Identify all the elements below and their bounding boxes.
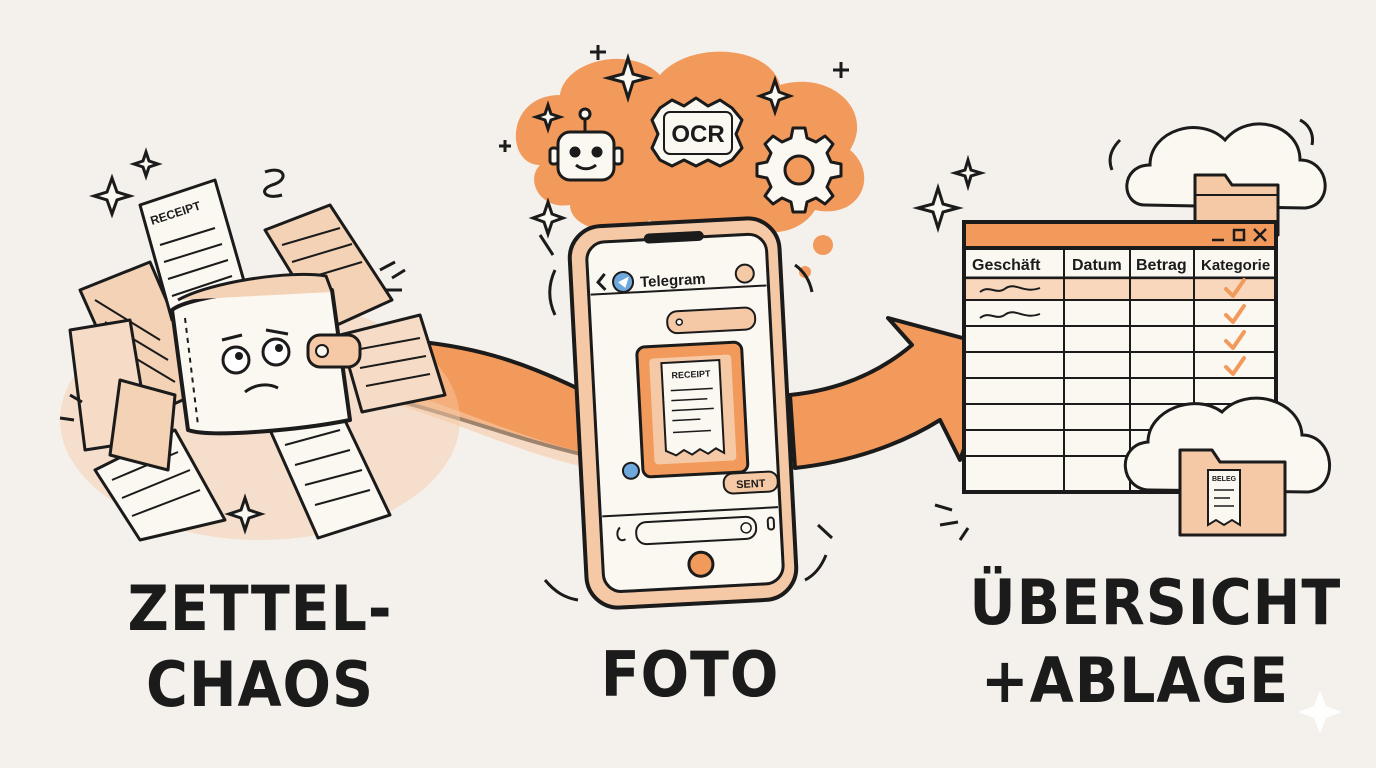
check-icon bbox=[1224, 278, 1246, 376]
gear-icon bbox=[755, 126, 843, 214]
photo-receipt-label: RECEIPT bbox=[671, 368, 711, 380]
caption-left-line1: ZETTEL- bbox=[127, 572, 393, 645]
folder-receipt-label: BELEG bbox=[1212, 476, 1237, 483]
phone: Telegram RECEIPT SENT bbox=[538, 216, 834, 610]
receipt-chaos: RECEIPT bbox=[59, 147, 460, 542]
caption-middle: FOTO bbox=[560, 644, 820, 706]
sparkle-icon bbox=[59, 147, 406, 535]
col-header-date: Datum bbox=[1072, 257, 1122, 274]
ocr-stamp-icon: OCR bbox=[650, 96, 744, 168]
processing-cloud: OCR bbox=[499, 45, 865, 278]
caption-left-line2: CHAOS bbox=[146, 648, 374, 721]
caption-right-line2: +ABLAGE bbox=[980, 644, 1290, 717]
sparkle-watermark-icon bbox=[1298, 690, 1342, 734]
chat-title: Telegram bbox=[640, 271, 706, 291]
caption-middle-line: FOTO bbox=[600, 638, 780, 711]
col-header-shop: Geschäft bbox=[972, 257, 1041, 274]
robot-icon bbox=[548, 107, 624, 182]
avatar bbox=[734, 263, 755, 284]
caption-left: ZETTEL- CHAOS bbox=[110, 578, 410, 716]
ocr-label: OCR bbox=[671, 121, 724, 148]
col-header-amount: Betrag bbox=[1136, 257, 1187, 274]
caption-right: ÜBERSICHT +ABLAGE bbox=[955, 566, 1342, 717]
col-header-category: Kategorie bbox=[1201, 257, 1270, 274]
flow-arrow-right bbox=[788, 316, 1002, 470]
caption-right-line1: ÜBERSICHT bbox=[969, 566, 1342, 639]
message-input[interactable] bbox=[635, 515, 758, 546]
cloud-folder-top bbox=[1108, 118, 1327, 237]
cloud-folder-bottom: BELEG bbox=[1123, 396, 1332, 537]
wallet-icon bbox=[170, 272, 362, 436]
sent-badge: SENT bbox=[736, 478, 766, 492]
home-button[interactable] bbox=[687, 550, 715, 578]
